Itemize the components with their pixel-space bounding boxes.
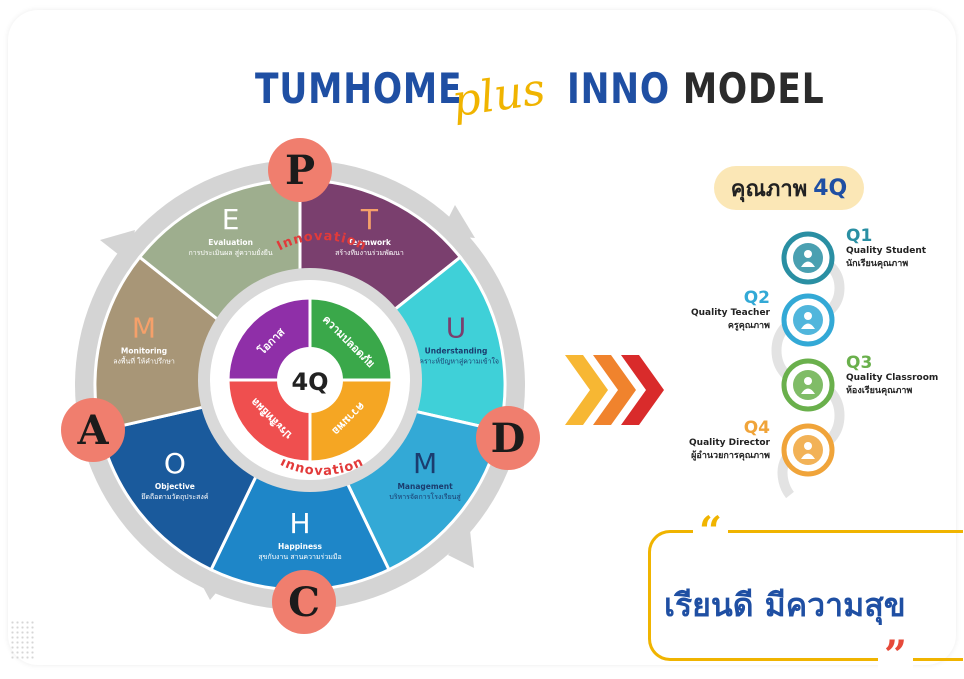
letter-p: P: [285, 147, 315, 194]
center-circle: [277, 347, 343, 413]
arrow-chevron-1: [565, 355, 608, 425]
letter-a: A: [76, 407, 109, 454]
title-inno: INNO: [567, 64, 671, 113]
segment-subtitle: การประเมินผล สู่ความยั่งยืน: [189, 248, 273, 257]
quality-number: Q1: [846, 226, 873, 246]
segment-letter: O: [164, 447, 186, 480]
person-body-icon: [801, 323, 815, 329]
title-tumhome: TUMHOME: [255, 64, 463, 113]
segment-letter: M: [413, 447, 437, 480]
person-head-icon: [804, 250, 812, 258]
letter-d: D: [491, 415, 526, 462]
segment-title: Monitoring: [121, 346, 167, 355]
dot-pattern: [10, 620, 34, 660]
arrow-chevron-3: [621, 355, 664, 425]
segment-subtitle: สุขกับงาน สานความร่วมมือ: [258, 553, 341, 561]
forward-arrows-icon: [565, 355, 664, 425]
segment-subtitle: วิเคราะห์ปัญหาสู่ความเข้าใจ: [413, 356, 499, 365]
cycle-arrowhead-left: [100, 230, 135, 262]
quality-thai: ครูคุณภาพ: [727, 321, 770, 331]
person-body-icon: [801, 261, 815, 267]
quality-header-4q: 4Q: [813, 175, 848, 201]
title-model: MODEL: [682, 64, 825, 113]
segment-title: Happiness: [278, 542, 323, 551]
cycle-arrowhead-right: [440, 205, 475, 238]
segment-subtitle: ลงพื้นที่ ให้คำปรึกษา: [113, 354, 175, 365]
quality-name: Quality Teacher: [690, 308, 770, 318]
title-inno-model: INNO MODEL: [567, 64, 825, 113]
poster-title: TUMHOME plus INNO MODEL: [0, 58, 964, 138]
quality-name: Quality Student: [846, 246, 927, 256]
segment-subtitle: ยึดถือตามวัตถุประสงค์: [141, 492, 209, 501]
person-head-icon: [804, 312, 812, 320]
quality-name: Quality Classroom: [846, 373, 939, 383]
close-quote-icon: ”: [878, 636, 914, 676]
person-head-icon: [804, 442, 812, 450]
quality-number: Q2: [743, 288, 770, 308]
circle-a: [61, 398, 125, 462]
segment-title: Management: [397, 482, 453, 491]
segment-title: Teamwork: [348, 238, 392, 247]
segment-letter: H: [289, 507, 310, 540]
circle-d: [476, 406, 540, 470]
cycle-arrowhead-bottom-right: [448, 530, 474, 568]
quality-number: Q4: [743, 418, 770, 438]
quality-header-th: คุณภาพ: [730, 176, 808, 202]
center-label: 4Q: [291, 368, 328, 396]
arrow-chevron-2: [593, 355, 636, 425]
quality-thai: ห้องเรียนคุณภาพ: [846, 386, 913, 396]
quality-number: Q3: [846, 353, 873, 373]
segment-title: Evaluation: [208, 238, 253, 247]
segment-subtitle: สร้างทีมงานร่วมพัฒนา: [335, 249, 404, 257]
slogan-box: [648, 530, 963, 661]
circle-p: [268, 138, 332, 202]
quality-thai: ผู้อำนวยการคุณภาพ: [691, 451, 770, 461]
cycle-arrowhead-bottom: [195, 572, 232, 600]
segment-letter: M: [132, 311, 156, 344]
segment-letter: E: [222, 203, 240, 236]
person-body-icon: [801, 453, 815, 459]
slogan-text: เรียนดี มีความสุข: [664, 586, 906, 624]
quality-thai: นักเรียนคุณภาพ: [846, 259, 909, 269]
letter-c: C: [288, 579, 320, 626]
person-head-icon: [804, 377, 812, 385]
quality-name: Quality Director: [689, 438, 770, 448]
person-body-icon: [801, 388, 815, 394]
segment-subtitle: บริหารจัดการโรงเรียนสู่: [389, 492, 461, 501]
segment-letter: T: [360, 203, 379, 236]
open-quote-icon: “: [693, 512, 729, 552]
segment-letter: U: [446, 311, 467, 344]
circle-c: [272, 570, 336, 634]
segment-title: Understanding: [425, 346, 488, 355]
segment-title: Objective: [155, 482, 195, 491]
